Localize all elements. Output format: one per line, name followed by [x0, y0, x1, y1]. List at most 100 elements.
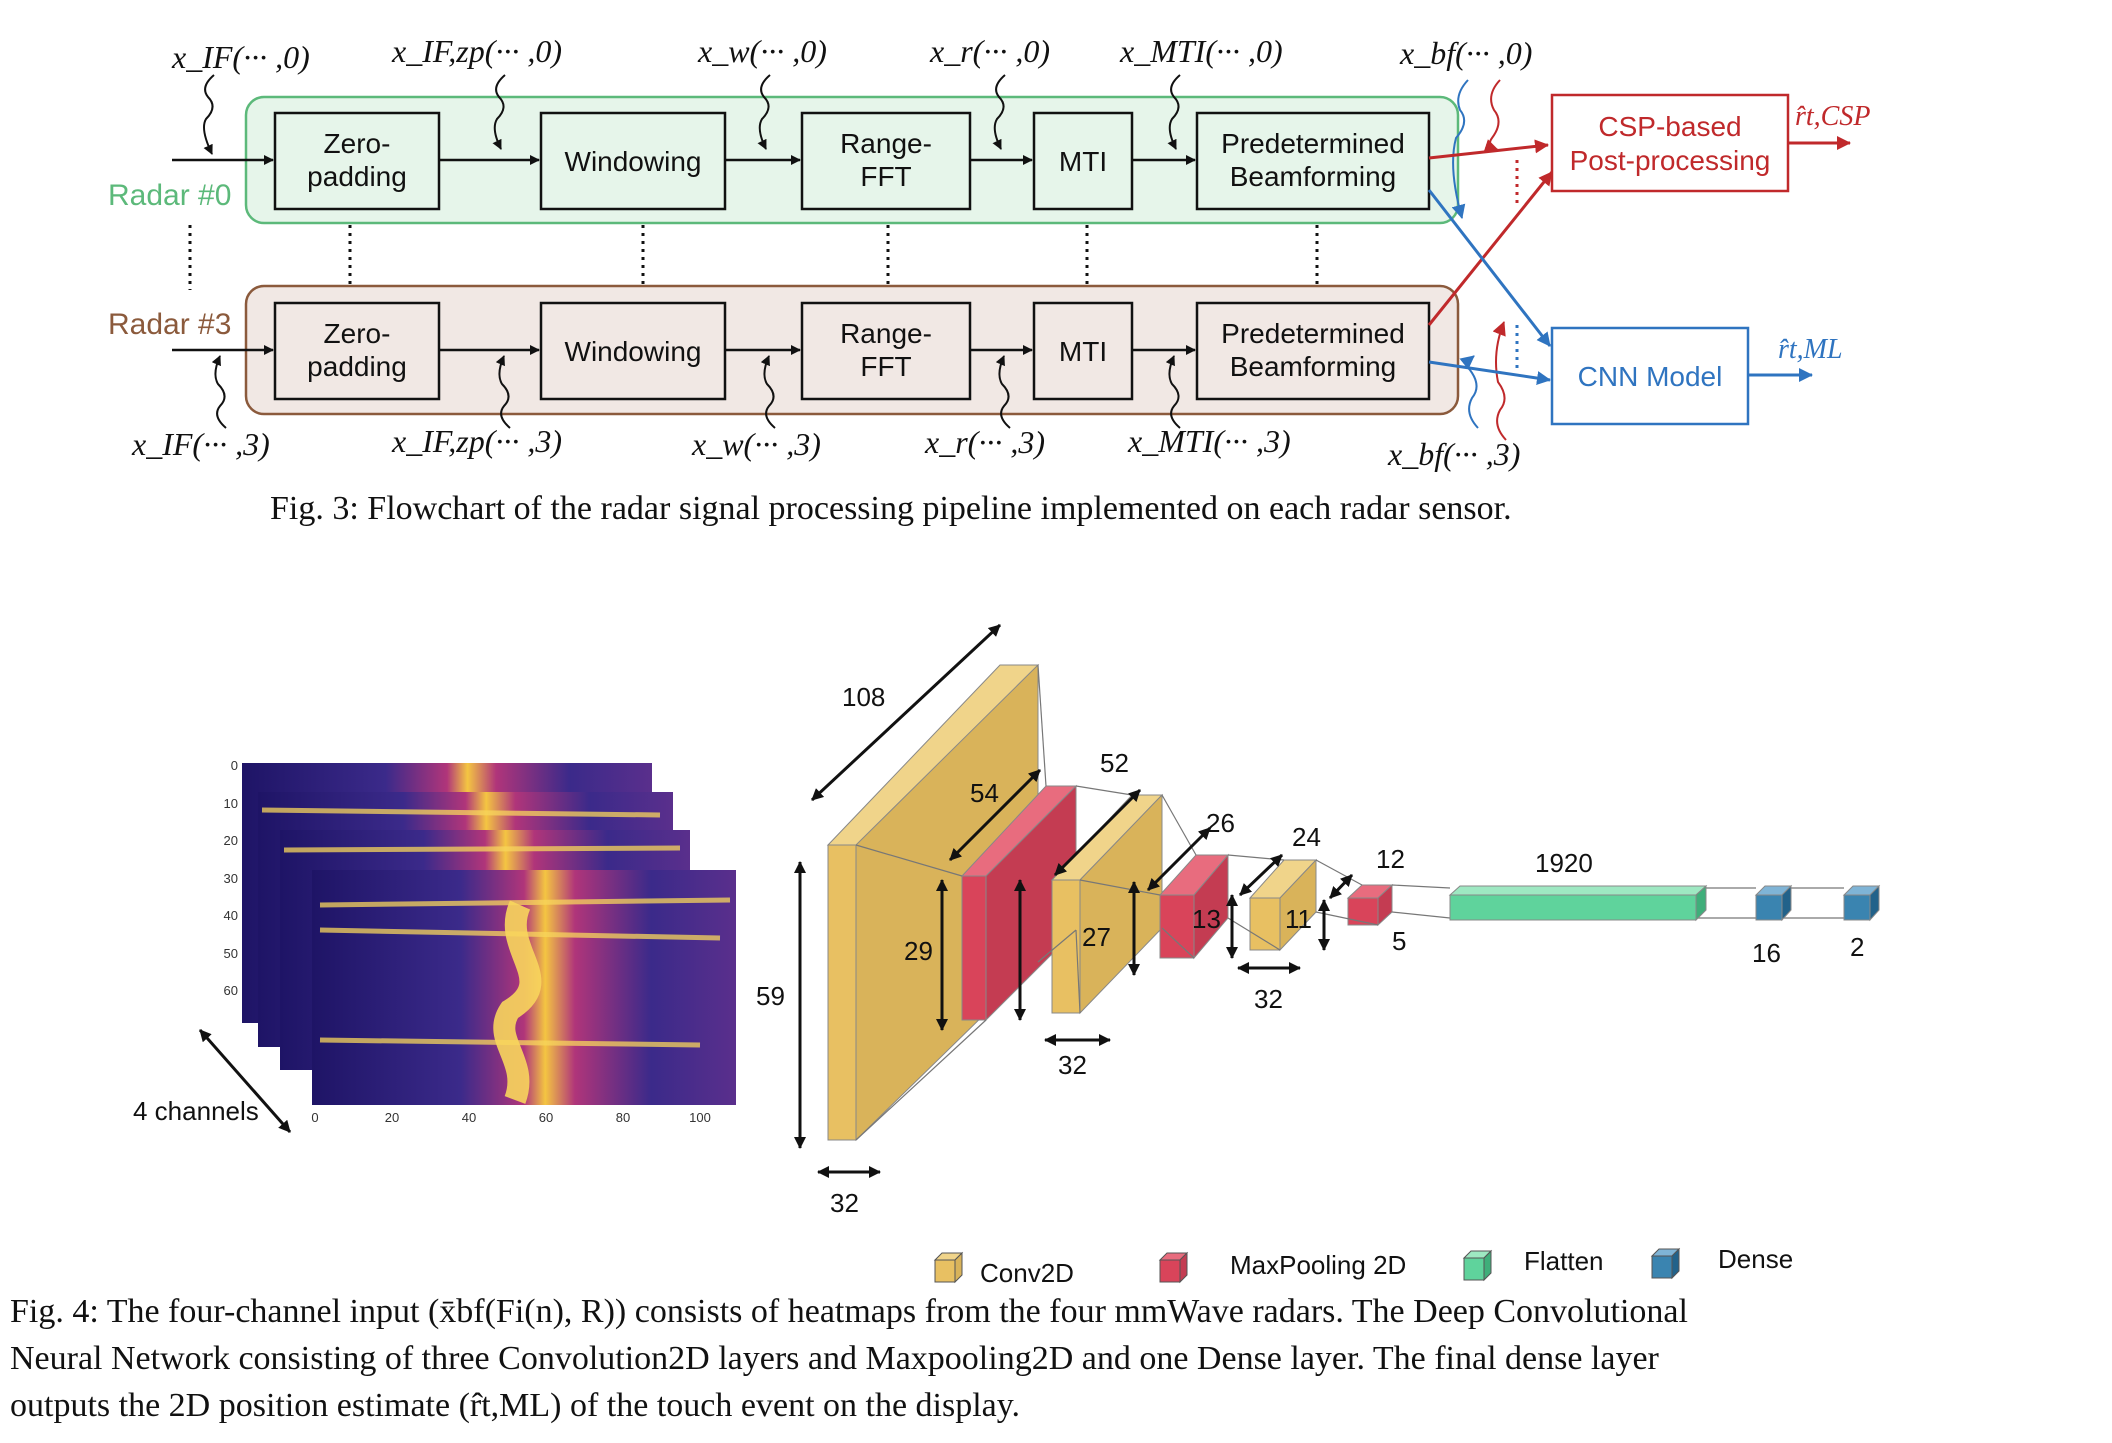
range-fft-label: Range-: [840, 128, 932, 159]
zero-padding-label: Zero-: [324, 128, 391, 159]
zero-padding-label-2: padding: [307, 161, 407, 192]
conv1-height-label: 59: [756, 981, 785, 1011]
radar3-label: Radar #3: [108, 308, 231, 341]
range-fft-label-2: FFT: [860, 351, 911, 382]
csp-block-label-2: Post-processing: [1570, 145, 1771, 176]
fig3-flowchart: Radar #0 Radar #3 Zero- padding Windowin: [108, 33, 1870, 472]
xbf3-tap-red: [1492, 321, 1507, 441]
radar3-signal-taps: [211, 355, 1181, 429]
conv3-width-label: 32: [1254, 984, 1283, 1014]
radar0-label: Radar #0: [108, 179, 231, 212]
legend-maxpooling-icon: [1158, 1251, 1189, 1284]
signal-x-r-0: x_r(··· ,0): [929, 33, 1050, 69]
dense1-layer: [1754, 884, 1793, 922]
heatmap-y-tick: 0: [231, 758, 238, 773]
dense1-size-label: 16: [1752, 938, 1781, 968]
signal-x-r-3: x_r(··· ,3): [924, 424, 1045, 460]
channels-label: 4 channels: [133, 1096, 259, 1126]
dimension-labels: 108 59 32 54 29 52 27 32 26 13 24 11 32 …: [756, 682, 1864, 1218]
pool3-layer: [1346, 883, 1394, 927]
conv1-width-label: 32: [830, 1188, 859, 1218]
fig4-caption-line: Fig. 4: The four-channel input (x̄bf(Fi(…: [10, 1293, 1688, 1330]
legend-maxpooling-label: MaxPooling 2D: [1230, 1250, 1406, 1280]
csp-block-label: CSP-based: [1598, 111, 1741, 142]
heatmap-y-tick: 20: [224, 833, 238, 848]
conv2-depth-label: 52: [1100, 748, 1129, 778]
legend-conv2d-icon: [933, 1251, 964, 1284]
legend-flatten-label: Flatten: [1524, 1246, 1604, 1276]
heatmap-y-tick: 10: [224, 796, 238, 811]
fig4-cnn-diagram: 0 10 20 30 40 50 60 0 20 40 60 80 100 4 …: [133, 623, 1881, 1288]
pool1-depth-label: 54: [970, 778, 999, 808]
cnn-block: [1550, 326, 1750, 426]
flatten-size-label: 1920: [1535, 848, 1593, 878]
legend-flatten-icon: [1462, 1249, 1493, 1282]
zero-padding-label: Zero-: [324, 318, 391, 349]
heatmap-x-tick: 60: [539, 1110, 553, 1125]
pool3-depth-label: 12: [1376, 844, 1405, 874]
heatmap-stack: [242, 763, 736, 1105]
conv3-height-label: 11: [1285, 904, 1312, 934]
mti-label: MTI: [1059, 146, 1107, 177]
radar3-to-cnn-arrow: [1428, 360, 1551, 386]
legend-conv2d-label: Conv2D: [980, 1258, 1074, 1288]
signal-labels-top: x_IF(··· ,0) x_IF,zp(··· ,0) x_w(··· ,0)…: [171, 33, 1532, 75]
heatmap-x-tick: 20: [385, 1110, 399, 1125]
radar-ellipsis-lines: [188, 160, 1519, 370]
pool2-height-label: 13: [1192, 904, 1221, 934]
radar0-block-labels: Zero- padding Windowing Range- FFT MTI P…: [307, 128, 1405, 192]
fig4-caption-line: outputs the 2D position estimate (r̂t,ML…: [10, 1387, 1021, 1424]
pool2-depth-label: 26: [1206, 808, 1235, 838]
signal-x-if-0: x_IF(··· ,0): [171, 39, 310, 75]
beamforming-label: Predetermined: [1221, 128, 1405, 159]
heatmap-y-tick: 60: [224, 983, 238, 998]
pool3-height-label: 5: [1392, 926, 1406, 956]
signal-x-bf-3: x_bf(··· ,3): [1387, 436, 1520, 472]
fig4-legend: Conv2D MaxPooling 2D Flatten Dense: [933, 1244, 1793, 1288]
signal-x-if-zp-3: x_IF,zp(··· ,3): [391, 423, 562, 459]
signal-x-mti-0: x_MTI(··· ,0): [1119, 33, 1283, 69]
heatmap-y-tick: 40: [224, 908, 238, 923]
heatmap-y-ticks: 0 10 20 30 40 50 60: [224, 758, 238, 998]
signal-x-w-3: x_w(··· ,3): [691, 426, 821, 462]
cnn-block-label: CNN Model: [1578, 361, 1723, 392]
radar0-to-csp-arrow: [1428, 139, 1549, 160]
heatmap-trace: [493, 900, 542, 1104]
radar3-container: [244, 284, 1460, 416]
fig3-caption: Fig. 3: Flowchart of the radar signal pr…: [270, 490, 1512, 527]
conv1-depth-label: 108: [842, 682, 885, 712]
pool1-height-label: 29: [904, 936, 933, 966]
dimension-arrows: [794, 623, 1354, 1178]
conv2-height-label: 27: [1082, 922, 1111, 952]
heatmap-y-tick: 30: [224, 871, 238, 886]
zero-padding-label-2: padding: [307, 351, 407, 382]
radar0-to-cnn-arrow: [1427, 189, 1552, 347]
ml-output-label: r̂t,ML: [1778, 334, 1843, 365]
signal-x-if-3: x_IF(··· ,3): [131, 426, 270, 462]
legend-dense-label: Dense: [1718, 1244, 1793, 1274]
flatten-layer: [1448, 884, 1708, 922]
range-fft-label: Range-: [840, 318, 932, 349]
heatmap-x-ticks: 0 20 40 60 80 100: [311, 1110, 710, 1125]
dense2-layer: [1842, 884, 1881, 922]
conv2-width-label: 32: [1058, 1050, 1087, 1080]
xbf0-tap-red: [1483, 79, 1501, 153]
heatmap-x-tick: 80: [616, 1110, 630, 1125]
legend-dense-icon: [1650, 1247, 1681, 1280]
radar3-block-labels: Zero- padding Windowing Range- FFT MTI P…: [307, 318, 1405, 382]
conv3-depth-label: 24: [1292, 822, 1321, 852]
dense2-size-label: 2: [1850, 932, 1864, 962]
heatmap-x-tick: 0: [311, 1110, 318, 1125]
heatmap-y-tick: 50: [224, 946, 238, 961]
beamforming-label-2: Beamforming: [1230, 161, 1397, 192]
signal-x-mti-3: x_MTI(··· ,3): [1127, 423, 1291, 459]
signal-x-w-0: x_w(··· ,0): [697, 33, 827, 69]
csp-output-label: r̂t,CSP: [1795, 101, 1870, 132]
radar3-to-csp-arrow: [1427, 171, 1554, 326]
fig4-caption: Fig. 4: The four-channel input (x̄bf(Fi(…: [10, 1288, 2100, 1429]
radar0-container: [244, 95, 1460, 225]
windowing-label: Windowing: [565, 336, 702, 367]
beamforming-label: Predetermined: [1221, 318, 1405, 349]
